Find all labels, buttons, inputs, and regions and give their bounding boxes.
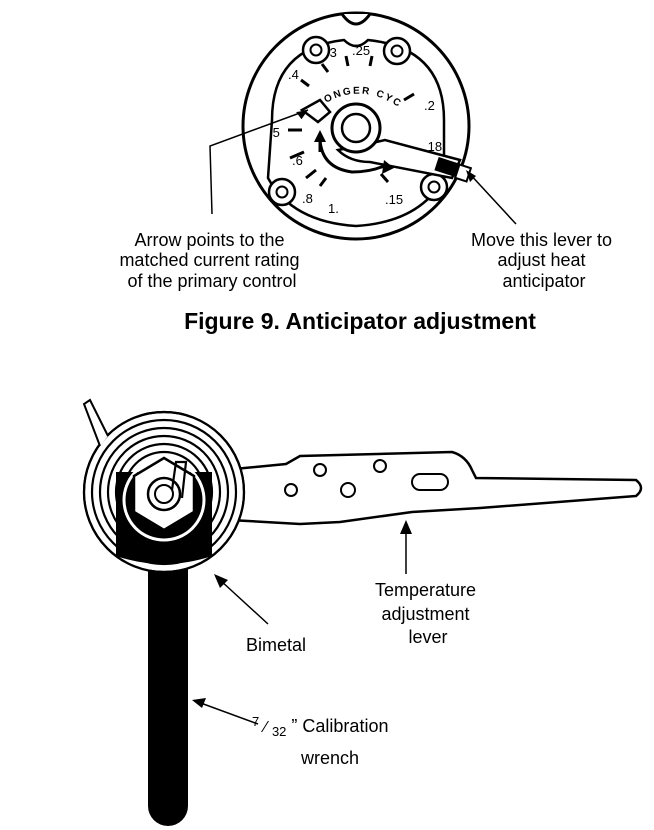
anticipator-dial: ONGER CYC .3 .25 .4 .2 .5 .18 .6 .8 1. .… [241,11,473,241]
dial-pointer-arrow [299,98,332,124]
motion-arrow-tail-head [314,130,326,142]
temperature-adjustment-assembly [82,398,643,826]
mounting-screw-bottom-right [419,172,449,202]
mounting-screw-top-right [382,36,412,66]
lever-holes [284,459,449,498]
figure-10-leaders [192,520,412,725]
dial-label-0.18: .18 [424,139,442,154]
leader-wrench [197,701,259,725]
leader-arrow-points [209,109,309,215]
label-wrench-line2: wrench [300,748,359,768]
figure-9-leaders [209,109,517,225]
label-bimetal: Bimetal [246,635,306,655]
motion-arrow-head [382,160,394,174]
dial-label-1: 1. [328,201,339,216]
dial-label-0.3: .3 [326,45,337,60]
dial-top-notch [340,13,372,26]
callout-arrow-points: Arrow points to the matched current rati… [119,230,304,291]
motion-arc-arrow [318,139,385,174]
label-temperature-lever: Temperature adjustment lever [375,580,481,647]
dial-ticks [288,55,415,187]
figure-9-caption: Figure 9. Anticipator adjustment [184,308,536,334]
dial-label-0.15: .15 [385,192,403,207]
dial-label-0.2: .2 [424,98,435,113]
dial-label-0.5: .5 [269,125,280,140]
bimetal-coil-tail [82,398,109,447]
mounting-screw-bottom-left [267,177,297,207]
label-calibration-wrench: 7 ⁄ 32 ” Calibration [252,710,388,740]
dial-outer-ring [241,11,471,241]
hex-nut-center [146,476,182,512]
leader-bimetal [219,579,269,625]
dial-label-0.6: .6 [292,153,303,168]
leader-move-lever [467,171,517,225]
callout-move-lever: Move this lever to adjust heat anticipat… [471,230,617,291]
calibration-wrench-handle [148,540,188,826]
dial-label-0.4: .4 [288,67,299,82]
mounting-screw-top-left [301,35,331,65]
anticipator-lever-grip [434,156,460,178]
dial-center-hole [340,112,372,144]
dial-label-0.8: .8 [302,191,313,206]
dial-label-0.25: .25 [352,43,370,58]
bimetal-inner-hook [170,460,188,499]
